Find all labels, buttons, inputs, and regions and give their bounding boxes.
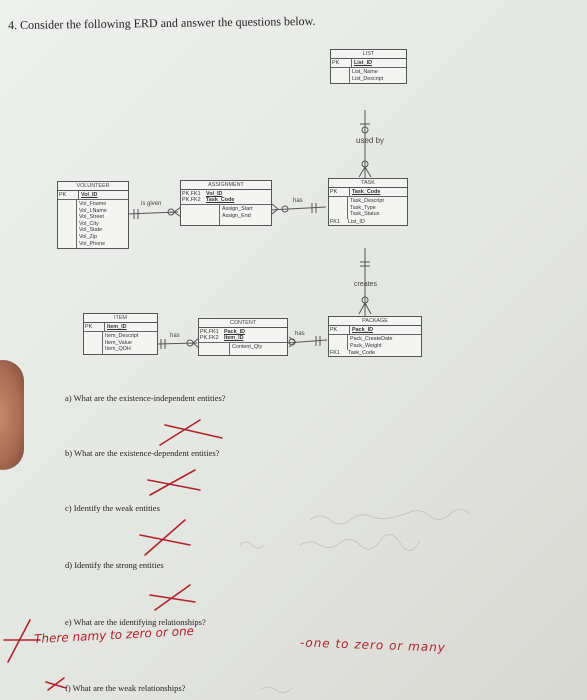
cross-mark — [147, 479, 201, 491]
attribute: Pack_CreateDate — [350, 336, 393, 342]
entity-name: TASK — [329, 179, 407, 188]
question-e: e) What are the identifying relationship… — [65, 617, 206, 627]
fk-value: List_ID — [348, 218, 365, 225]
finger — [0, 360, 24, 470]
entity-name: ITEM — [84, 314, 157, 323]
pk-value: Vol_ID — [81, 192, 98, 198]
entity-content: CONTENT PK,FK1 Pack_ID PK,FK2 Item_ID Co… — [198, 318, 288, 356]
fk-label: FK1 — [330, 218, 340, 225]
line-item-content — [156, 342, 198, 345]
pk-fk-value: Item_ID — [224, 335, 244, 341]
entity-item: ITEM PK Item_ID Item_Descript Item_Value… — [83, 313, 158, 355]
attribute: Vol_Fname — [79, 201, 107, 207]
relationship-used-by: used by — [356, 136, 385, 145]
question-f: f) What are the weak relationships? — [65, 683, 186, 693]
pk-label: PK — [329, 188, 350, 196]
entity-name: CONTENT — [199, 319, 287, 328]
line-assignment-task — [269, 206, 327, 211]
pk-fk-value: Pack_ID — [224, 329, 245, 335]
attribute: Content_Qty — [232, 344, 263, 350]
attribute: List_Name — [352, 69, 378, 75]
question-b: b) What are the existence-dependent enti… — [65, 448, 220, 458]
attribute: Item_QOH — [105, 346, 131, 353]
fk-label: FK1 — [330, 350, 340, 357]
entity-name: VOLUNTEER — [58, 182, 128, 191]
attribute: Vol_Zip — [79, 233, 97, 240]
cross-mark — [144, 519, 186, 556]
pk-value: Task_Code — [352, 189, 381, 195]
pk-value: Item_ID — [107, 324, 127, 330]
pk-value: Pack_ID — [352, 327, 373, 333]
attribute: Vol_City — [79, 220, 99, 227]
attribute: Vol_Street — [79, 214, 104, 221]
attribute: Task_Type — [350, 204, 376, 211]
pk-fk-value: Task_Code — [206, 197, 235, 203]
entity-assignment: ASSIGNMENT PK,FK1 Vol_ID PK,FK2 Task_Cod… — [180, 180, 272, 227]
pk-label: PK — [329, 326, 350, 334]
attribute: Item_Value — [105, 339, 132, 346]
entity-name: PACKAGE — [329, 317, 421, 326]
attribute: Vol_State — [79, 227, 103, 234]
cross-mark — [45, 681, 67, 689]
attribute: Pack_Weight — [350, 342, 382, 349]
pk-fk-label: PK,FK2 — [182, 197, 201, 203]
cross-mark — [139, 534, 191, 546]
pk-value: List_ID — [354, 60, 372, 66]
pk-fk-label: PK,FK1 — [200, 329, 219, 335]
attribute: Task_Status — [350, 211, 380, 218]
attribute: Vol_Phone — [79, 240, 106, 247]
entity-volunteer: VOLUNTEER PK Vol_ID Vol_Fname Vol_LName … — [57, 181, 129, 250]
pk-label: PK — [331, 59, 352, 67]
pk-label: PK — [58, 191, 79, 199]
cross-mark — [154, 584, 191, 611]
attribute: Vol_LName — [79, 207, 107, 214]
entity-name: LIST — [331, 50, 406, 59]
attribute: Task_Descript — [350, 198, 384, 204]
question-d: d) Identify the strong entities — [65, 560, 164, 570]
entity-name: ASSIGNMENT — [181, 181, 271, 190]
pk-fk-label: PK,FK1 — [182, 191, 201, 197]
pk-label: PK — [84, 323, 105, 331]
fk-value: Task_Code — [348, 350, 375, 357]
relationship-has: has — [170, 333, 180, 339]
relationship-is-given: is given — [141, 201, 162, 207]
question-a: a) What are the existence-independent en… — [65, 393, 226, 403]
attribute: List_Descript — [352, 75, 384, 82]
cross-mark — [164, 424, 223, 439]
cross-mark — [7, 619, 31, 663]
attribute: Assign_Start — [222, 206, 253, 212]
pk-fk-value: Vol_ID — [206, 191, 223, 197]
attribute: Assign_End — [222, 212, 251, 219]
entity-task: TASK PK Task_Code Task_Descript Task_Typ… — [328, 178, 408, 226]
relationship-creates: creates — [354, 281, 377, 288]
cross-mark — [159, 419, 201, 446]
attribute: Item_Descript — [105, 333, 139, 339]
relationship-has: has — [293, 198, 303, 204]
question-c: c) Identify the weak entities — [65, 503, 160, 513]
cross-mark — [149, 594, 196, 603]
cross-mark — [149, 469, 196, 496]
cross-mark — [47, 677, 65, 691]
entity-list: LIST PK List_ID List_Name List_Descript — [330, 49, 407, 85]
relationship-has: has — [295, 331, 305, 337]
pk-fk-label: PK,FK2 — [200, 335, 219, 341]
line-volunteer-assignment — [126, 211, 179, 215]
entity-package: PACKAGE PK Pack_ID Pack_CreateDate Pack_… — [328, 316, 422, 358]
